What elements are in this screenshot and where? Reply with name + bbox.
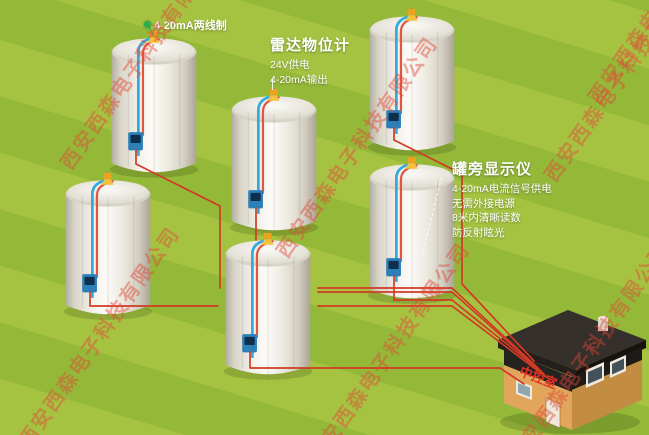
storage-tank-3 xyxy=(366,8,458,163)
tank-graphic xyxy=(109,30,199,178)
radar-level-meter-icon xyxy=(103,172,112,180)
window-glass xyxy=(518,383,530,397)
storage-tank-2 xyxy=(228,88,320,243)
radar-label-line: 4-20mA输出 xyxy=(270,73,328,86)
tank-top xyxy=(233,96,315,120)
tank-graphic xyxy=(367,156,457,304)
green-dot-icon xyxy=(144,21,151,28)
tank-top xyxy=(371,16,453,40)
radar-horn-icon xyxy=(267,95,280,101)
radar-horn-icon xyxy=(147,37,160,43)
vent-top xyxy=(598,316,608,320)
storage-tank-5 xyxy=(222,232,314,387)
display-label-line: 4-20mA电流信号供电 xyxy=(452,183,552,195)
radar-label-title: 雷达物位计 xyxy=(270,37,351,54)
tank-graphic xyxy=(367,8,457,156)
storage-tank-6 xyxy=(366,156,458,311)
display-label: 罐旁显示仪 4-20mA电流信号供电 无需外接电源 8米内清晰读数 防反射眩光 xyxy=(452,158,552,241)
tank-graphic xyxy=(223,232,313,380)
tank-graphic xyxy=(63,172,153,320)
radar-label-line: 24V供电 xyxy=(270,59,310,71)
display-screen xyxy=(250,192,261,202)
tank-top xyxy=(113,38,195,62)
right-wall xyxy=(572,360,642,430)
right-window-glass xyxy=(588,366,602,384)
display-screen xyxy=(244,336,255,346)
display-label-line: 8米内清晰读数 xyxy=(452,212,521,225)
two-wire-text: 4-20mA两线制 xyxy=(154,20,227,32)
vent-icon xyxy=(598,318,608,331)
display-label-title: 罐旁显示仪 xyxy=(452,161,533,178)
storage-tank-1 xyxy=(108,30,200,185)
display-screen xyxy=(84,276,95,286)
two-wire-label: 4-20mA两线制 xyxy=(144,17,227,33)
radar-horn-icon xyxy=(101,179,114,185)
tank-graphic xyxy=(229,88,319,236)
display-screen xyxy=(388,260,399,270)
radar-leader-line xyxy=(272,79,273,90)
radar-level-meter-icon xyxy=(407,8,416,16)
radar-level-meter-icon xyxy=(407,156,416,164)
tank-top xyxy=(67,180,149,204)
display-screen xyxy=(388,112,399,122)
right-window2-glass xyxy=(612,358,624,375)
radar-level-meter-icon xyxy=(263,232,272,240)
display-label-line: 防反射眩光 xyxy=(452,227,505,240)
radar-level-meter-icon xyxy=(269,88,278,96)
display-screen xyxy=(130,134,141,144)
display-label-line: 无需外接电源 xyxy=(452,197,515,210)
radar-label: 雷达物位计 24V供电 4-20mA输出 xyxy=(270,34,350,87)
control-room-building: 中控室 xyxy=(498,310,646,434)
radar-horn-icon xyxy=(405,15,418,21)
door xyxy=(545,397,561,429)
storage-tank-4 xyxy=(62,172,154,327)
